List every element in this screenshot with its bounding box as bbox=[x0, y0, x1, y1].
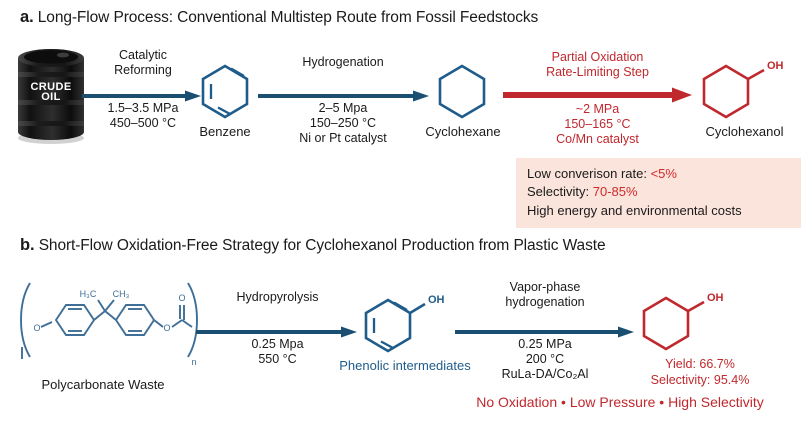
drawback-2-value: 70-85% bbox=[592, 184, 638, 200]
barrel-label-line1: CRUDE bbox=[30, 81, 71, 93]
hydroxyl-label: OH bbox=[707, 292, 724, 304]
panel-b-tagline: No Oxidation • Low Pressure • High Selec… bbox=[476, 394, 764, 410]
step-b2-cond-line1: 0.25 MPa bbox=[518, 337, 572, 351]
drawback-2-label: Selectivity: bbox=[527, 184, 590, 200]
step-a1-cond-line1: 1.5–3.5 MPa bbox=[107, 101, 179, 115]
step-a2-cond-line2: 150–250 °C bbox=[309, 116, 377, 130]
hydroxyl-label: OH bbox=[428, 294, 445, 306]
panel-a: a. Long-Flow Process: Conventional Multi… bbox=[8, 8, 801, 229]
step-b1-cond-line2: 550 °C bbox=[258, 352, 297, 366]
barrel-label-line2: OIL bbox=[41, 91, 61, 103]
arrow-right-icon bbox=[455, 326, 634, 338]
species-cyclohexane-label: Cyclohexane bbox=[425, 124, 501, 139]
step-a1-name-line2: Reforming bbox=[114, 62, 172, 77]
drawback-line-1: Low converison rate: <5% bbox=[527, 165, 790, 183]
step-a1: Catalytic Reforming bbox=[88, 48, 198, 78]
step-b2-cond-line3: RuLa-DA/Co₂Al bbox=[501, 367, 589, 381]
arrow-right-icon bbox=[503, 87, 692, 103]
step-a1-conditions: 1.5–3.5 MPa 450–500 °C bbox=[88, 101, 198, 131]
drawback-line-3: High energy and environmental costs bbox=[527, 202, 742, 218]
step-a2: Hydrogenation bbox=[268, 55, 418, 70]
arrow-a3 bbox=[503, 87, 693, 103]
step-a3-cond-line1: ~2 MPa bbox=[575, 102, 620, 116]
species-cyclohexanol-a: OH bbox=[700, 58, 786, 122]
panel-b-title: Short-Flow Oxidation-Free Strategy for C… bbox=[38, 237, 606, 254]
polycarbonate-waste-label: Polycarbonate Waste bbox=[41, 377, 165, 392]
step-a3-name-line2: Rate-Limiting Step bbox=[546, 64, 649, 79]
panel-b-index: b. bbox=[20, 236, 35, 254]
drawback-line-2: Selectivity: 70-85% bbox=[527, 183, 790, 201]
yield-label: Yield: 66.7% bbox=[665, 357, 735, 371]
arrow-right-icon bbox=[82, 90, 201, 102]
arrow-a2 bbox=[258, 89, 430, 103]
cyclohexane-ring-icon bbox=[438, 64, 486, 119]
species-benzene bbox=[196, 62, 254, 120]
step-a2-name-line1: Hydrogenation bbox=[302, 55, 384, 69]
panel-a-index: a. bbox=[20, 8, 34, 26]
panel-b: b. Short-Flow Oxidation-Free Strategy fo… bbox=[0, 230, 805, 430]
species-benzene-label: Benzene bbox=[199, 124, 251, 139]
step-a3: Partial Oxidation Rate-Limiting Step bbox=[515, 50, 680, 80]
cyclohexanol-ring-icon: OH bbox=[642, 292, 724, 351]
step-a2-cond-line1: 2–5 Mpa bbox=[318, 101, 368, 115]
arrow-b1 bbox=[196, 325, 358, 339]
panel-b-heading: b. Short-Flow Oxidation-Free Strategy fo… bbox=[20, 236, 606, 255]
step-b1-name-line1: Hydropyrolysis bbox=[236, 290, 319, 304]
step-a3-conditions: ~2 MPa 150–165 °C Co/Mn catalyst bbox=[515, 102, 680, 147]
phenol-ring-icon: OH bbox=[364, 294, 445, 353]
repeat-subscript-label: n bbox=[191, 357, 196, 367]
arrow-b2 bbox=[455, 325, 635, 339]
species-cyclohexane bbox=[433, 62, 491, 120]
step-b2-conditions: 0.25 MPa 200 °C RuLa-DA/Co₂Al bbox=[465, 337, 625, 382]
step-a1-cond-line2: 450–500 °C bbox=[109, 116, 177, 130]
methyl-right-label: CH₃ bbox=[113, 289, 130, 299]
arrow-right-icon bbox=[258, 90, 429, 102]
species-phenol: OH bbox=[360, 292, 446, 358]
polycarbonate-structure: O O O H₃C CH₃ n bbox=[8, 275, 198, 370]
step-a2-conditions: 2–5 Mpa 150–250 °C Ni or Pt catalyst bbox=[268, 101, 418, 146]
species-cyclohexanol-a-label: Cyclohexanol bbox=[705, 124, 784, 139]
step-b1-conditions: 0.25 Mpa 550 °C bbox=[205, 337, 350, 367]
hydroxyl-label: OH bbox=[767, 60, 784, 72]
step-b2-name-line1: Vapor-phase bbox=[509, 280, 581, 294]
step-a2-cond-line3: Ni or Pt catalyst bbox=[299, 131, 387, 145]
step-b2-cond-line2: 200 °C bbox=[525, 352, 565, 366]
species-cyclohexanol-b: OH bbox=[640, 290, 726, 354]
selectivity-label: Selectivity: 95.4% bbox=[650, 373, 750, 388]
step-a3-cond-line2: 150–165 °C bbox=[564, 117, 631, 131]
arrow-a1 bbox=[82, 89, 202, 103]
methyl-left-label: H₃C bbox=[80, 289, 97, 299]
results-block: Yield: 66.7% Selectivity: 95.4% bbox=[600, 356, 800, 389]
cyclohexanol-ring-icon: OH bbox=[702, 60, 784, 119]
step-b2-name-line2: hydrogenation bbox=[505, 294, 585, 309]
oxygen-right-label: O bbox=[163, 323, 170, 333]
step-b1-cond-line1: 0.25 Mpa bbox=[251, 337, 304, 351]
step-a1-name-line1: Catalytic bbox=[119, 48, 167, 62]
crude-oil-barrel: CRUDE OIL bbox=[8, 42, 94, 146]
barrel-icon: CRUDE OIL bbox=[18, 49, 84, 144]
polycarbonate-repeat-unit-icon: O O O H₃C CH₃ n bbox=[20, 282, 198, 367]
carbonyl-oxygen-label: O bbox=[178, 293, 185, 303]
step-b1: Hydropyrolysis bbox=[205, 290, 350, 305]
panel-a-title: Long-Flow Process: Conventional Multiste… bbox=[37, 9, 539, 26]
benzene-ring-icon bbox=[201, 64, 249, 119]
species-phenol-label: Phenolic intermediates bbox=[339, 358, 471, 373]
arrow-right-icon bbox=[196, 326, 357, 338]
panel-a-heading: a. Long-Flow Process: Conventional Multi… bbox=[20, 8, 538, 27]
step-b2: Vapor-phase hydrogenation bbox=[465, 280, 625, 310]
step-a3-cond-line3: Co/Mn catalyst bbox=[556, 132, 639, 146]
oxygen-left-label: O bbox=[33, 323, 40, 333]
drawback-1-value: <5% bbox=[650, 166, 677, 181]
drawback-1-label: Low converison rate: bbox=[527, 166, 647, 181]
step-a3-name-line1: Partial Oxidation bbox=[551, 50, 644, 64]
drawbacks-box: Low converison rate: <5% Selectivity: 70… bbox=[516, 158, 801, 229]
